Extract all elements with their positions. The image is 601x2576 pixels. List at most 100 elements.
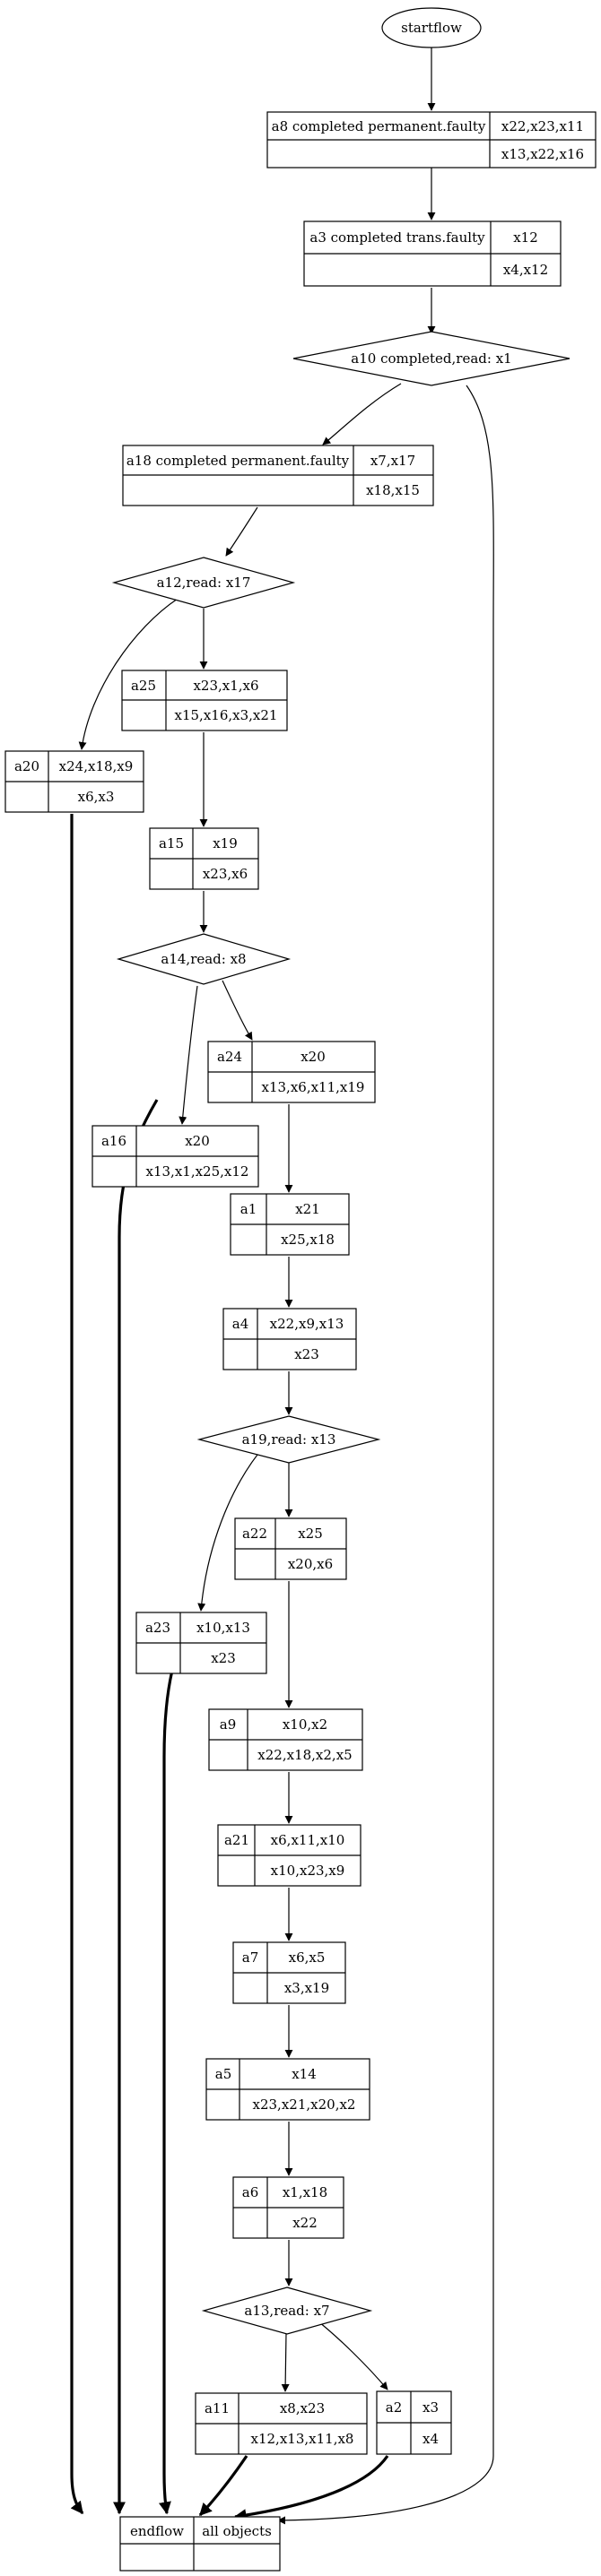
activity-a8: a8 completed permanent.faulty x22,x23,x1… <box>266 111 597 169</box>
activity-inputs: x8,x23 <box>280 2400 325 2416</box>
activity-outputs: x12,x13,x11,x8 <box>251 2431 354 2447</box>
activity-name: a9 <box>220 1716 237 1733</box>
activity-a20: a20 x24,x18,x9 x6,x3 <box>4 750 144 813</box>
activity-inputs: x3 <box>422 2399 439 2416</box>
diamond <box>201 2286 373 2335</box>
edge-a12-a20 <box>78 598 179 750</box>
start-ellipse <box>381 7 482 48</box>
activity-outputs: x23 <box>294 1346 319 1362</box>
activity-name: a25 <box>131 678 156 694</box>
activity-a5: a5 x14 x23,x21,x20,x2 <box>205 2058 370 2121</box>
activity-name: a5 <box>215 2066 232 2082</box>
diamond <box>292 331 571 386</box>
edges <box>70 48 494 2525</box>
activity-inputs: x7,x17 <box>370 453 415 469</box>
activity-a7: a7 x6,x5 x3,x19 <box>232 1941 346 2004</box>
diamond <box>111 557 296 609</box>
activity-name: a8 completed permanent.faulty <box>272 118 486 134</box>
activity-a4: a4 x22,x9,x13 x23 <box>222 1308 357 1370</box>
activity-inputs: x21 <box>295 1201 320 1217</box>
activity-a16: a16 x20 x13,x1,x25,x12 <box>91 1125 259 1188</box>
activity-a24: a24 x20 x13,x6,x11,x19 <box>207 1041 376 1103</box>
activity-name: a4 <box>232 1316 249 1332</box>
activity-outputs: x13,x6,x11,x19 <box>262 1079 365 1095</box>
activity-inputs: x20 <box>185 1133 210 1149</box>
edge-a20-end <box>70 814 84 2515</box>
activity-inputs: x22,x23,x11 <box>501 118 584 134</box>
activity-outputs: x23,x21,x20,x2 <box>253 2096 356 2113</box>
activity-outputs: x23 <box>211 1650 236 1666</box>
activity-inputs: x6,x5 <box>289 1949 326 1966</box>
activity-outputs: x13,x22,x16 <box>501 146 584 162</box>
activity-outputs: x3,x19 <box>284 1980 329 1996</box>
edge-a23-end <box>159 1641 183 2515</box>
activity-name: a1 <box>240 1201 257 1217</box>
edge-a19-a23 <box>197 1445 266 1612</box>
activity-name: a21 <box>224 1832 249 1848</box>
activity-a11: a11 x8,x23 x12,x13,x11,x8 <box>195 2392 368 2455</box>
decision-label: a12,read: x17 <box>157 575 251 591</box>
edge-a10-a18 <box>322 383 402 445</box>
activity-outputs: x10,x23,x9 <box>271 1863 345 1879</box>
activity-name: a23 <box>145 1620 170 1636</box>
activity-outputs: x23,x6 <box>203 866 248 882</box>
activity-inputs: x19 <box>213 835 238 851</box>
edge-a16-end <box>113 1099 159 2515</box>
edge-a14-a16 <box>179 985 198 1125</box>
edge-a13-a11 <box>281 2332 290 2392</box>
activity-outputs: x4 <box>422 2431 439 2447</box>
activity-inputs: x22,x9,x13 <box>270 1316 344 1332</box>
activity-outputs: x22 <box>292 2215 318 2231</box>
activity-a1: a1 x21 x25,x18 <box>230 1193 350 1256</box>
activity-inputs: x12 <box>513 229 538 246</box>
activity-outputs: x20,x6 <box>288 1556 333 1572</box>
activity-a2: a2 x3 x4 <box>376 2390 452 2455</box>
edge-a18-a12 <box>225 506 258 557</box>
activity-inputs: x23,x1,x6 <box>193 678 258 694</box>
activity-a21: a21 x6,x11,x10 x10,x23,x9 <box>217 1824 361 1887</box>
decision-label: a14,read: x8 <box>161 951 246 967</box>
activity-outputs: x18,x15 <box>366 482 420 498</box>
end-value: all objects <box>202 2523 272 2539</box>
edge-a14-a24 <box>222 980 253 1041</box>
activity-name: a11 <box>205 2400 230 2416</box>
edge-a13-a2 <box>313 2317 388 2390</box>
activity-outputs: x4,x12 <box>503 262 548 278</box>
start-label: startflow <box>401 20 462 36</box>
activity-outputs: x13,x1,x25,x12 <box>146 1163 249 1180</box>
activity-a15: a15 x19 x23,x6 <box>149 827 259 890</box>
activity-name: a7 <box>242 1949 259 1966</box>
end-node: endflow all objects <box>119 2516 281 2572</box>
activity-a22: a22 x25 x20,x6 <box>234 1517 347 1580</box>
activity-name: a20 <box>14 758 39 774</box>
activity-a6: a6 x1,x18 x22 <box>232 2176 344 2239</box>
diamond <box>116 933 292 985</box>
activity-inputs: x24,x18,x9 <box>59 758 134 774</box>
activity-a3: a3 completed trans.faulty x12 x4,x12 <box>303 220 562 287</box>
activity-inputs: x20 <box>300 1049 326 1065</box>
activity-outputs: x6,x3 <box>78 789 115 805</box>
decision-a10: a10 completed,read: x1 <box>292 331 571 386</box>
activity-name: a18 completed permanent.faulty <box>126 453 350 469</box>
edge-a2-end <box>233 2455 389 2522</box>
edge-a11-end <box>198 2455 248 2517</box>
edge-a10-end <box>277 385 494 2525</box>
activity-inputs: x10,x2 <box>283 1716 327 1733</box>
decision-a13: a13,read: x7 <box>201 2286 373 2335</box>
activity-name: a16 <box>101 1133 126 1149</box>
activity-name: a6 <box>242 2184 259 2200</box>
decision-a14: a14,read: x8 <box>116 933 292 985</box>
decision-label: a10 completed,read: x1 <box>351 350 511 367</box>
activity-inputs: x14 <box>292 2066 317 2082</box>
activity-inputs: x1,x18 <box>283 2184 327 2200</box>
activity-a18: a18 completed permanent.faulty x7,x17 x1… <box>122 445 434 506</box>
activity-inputs: x10,x13 <box>196 1620 250 1636</box>
decision-label: a19,read: x13 <box>242 1431 336 1448</box>
activity-a9: a9 x10,x2 x22,x18,x2,x5 <box>208 1708 363 1771</box>
activity-outputs: x22,x18,x2,x5 <box>257 1747 352 1763</box>
activity-name: a3 completed trans.faulty <box>309 229 485 246</box>
activity-outputs: x25,x18 <box>281 1232 335 1248</box>
end-label: endflow <box>130 2523 184 2539</box>
activity-outputs: x15,x16,x3,x21 <box>175 707 278 723</box>
activity-name: a24 <box>217 1049 242 1065</box>
